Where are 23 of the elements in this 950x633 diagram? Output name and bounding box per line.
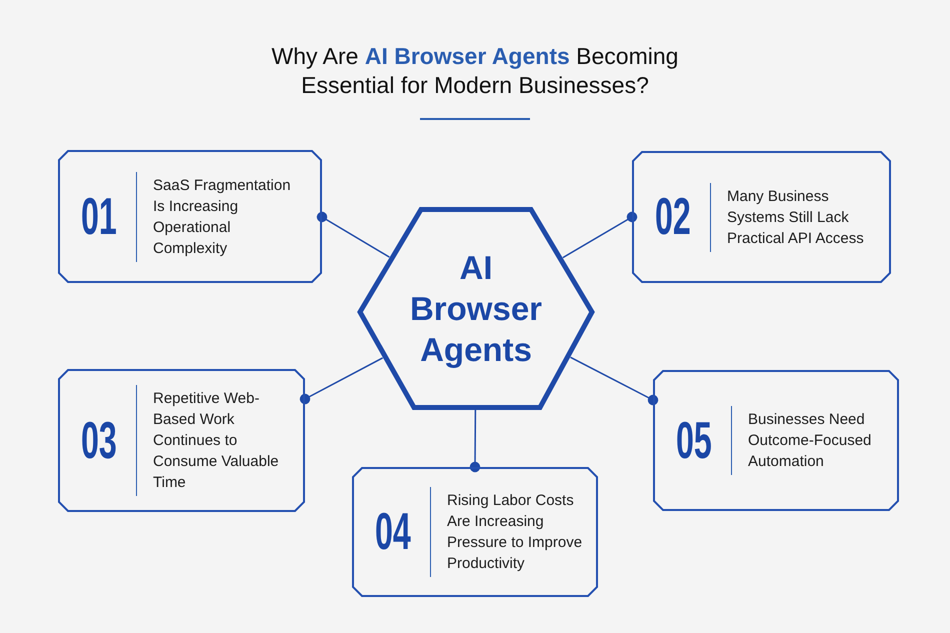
connector-line <box>562 212 638 258</box>
info-card <box>632 151 891 283</box>
title: Why Are AI Browser Agents Becoming Essential for Modern Businesses? <box>270 42 680 100</box>
connector-line <box>300 357 384 404</box>
step-number: 03 <box>81 416 117 464</box>
description-text: SaaS Fragmentation Is Increasing Operational Complexity <box>153 176 292 258</box>
connector-line <box>470 410 480 472</box>
step-number: 04 <box>375 508 411 556</box>
description-text: Repetitive Web-Based Work Continues to Consume Valuable Time <box>153 389 280 493</box>
info-card <box>58 369 305 512</box>
step-number: 02 <box>655 193 691 241</box>
step-number: 05 <box>676 416 712 464</box>
description-text: Rising Labor Costs Are Increasing Pressure to Improve Productivity <box>447 491 584 574</box>
connector-line <box>316 212 390 258</box>
info-card <box>352 467 598 597</box>
description-text: Businesses Need Outcome-Focused Automation <box>748 410 872 472</box>
step-number: 01 <box>81 192 117 240</box>
info-card <box>58 150 322 283</box>
info-card <box>653 370 899 511</box>
description-text: Many Business Systems Still Lack Practical API Access <box>727 186 865 248</box>
connector-line <box>570 356 658 406</box>
hub-hexagon <box>357 207 595 410</box>
hub-label: AI Browser Agents <box>408 248 544 370</box>
